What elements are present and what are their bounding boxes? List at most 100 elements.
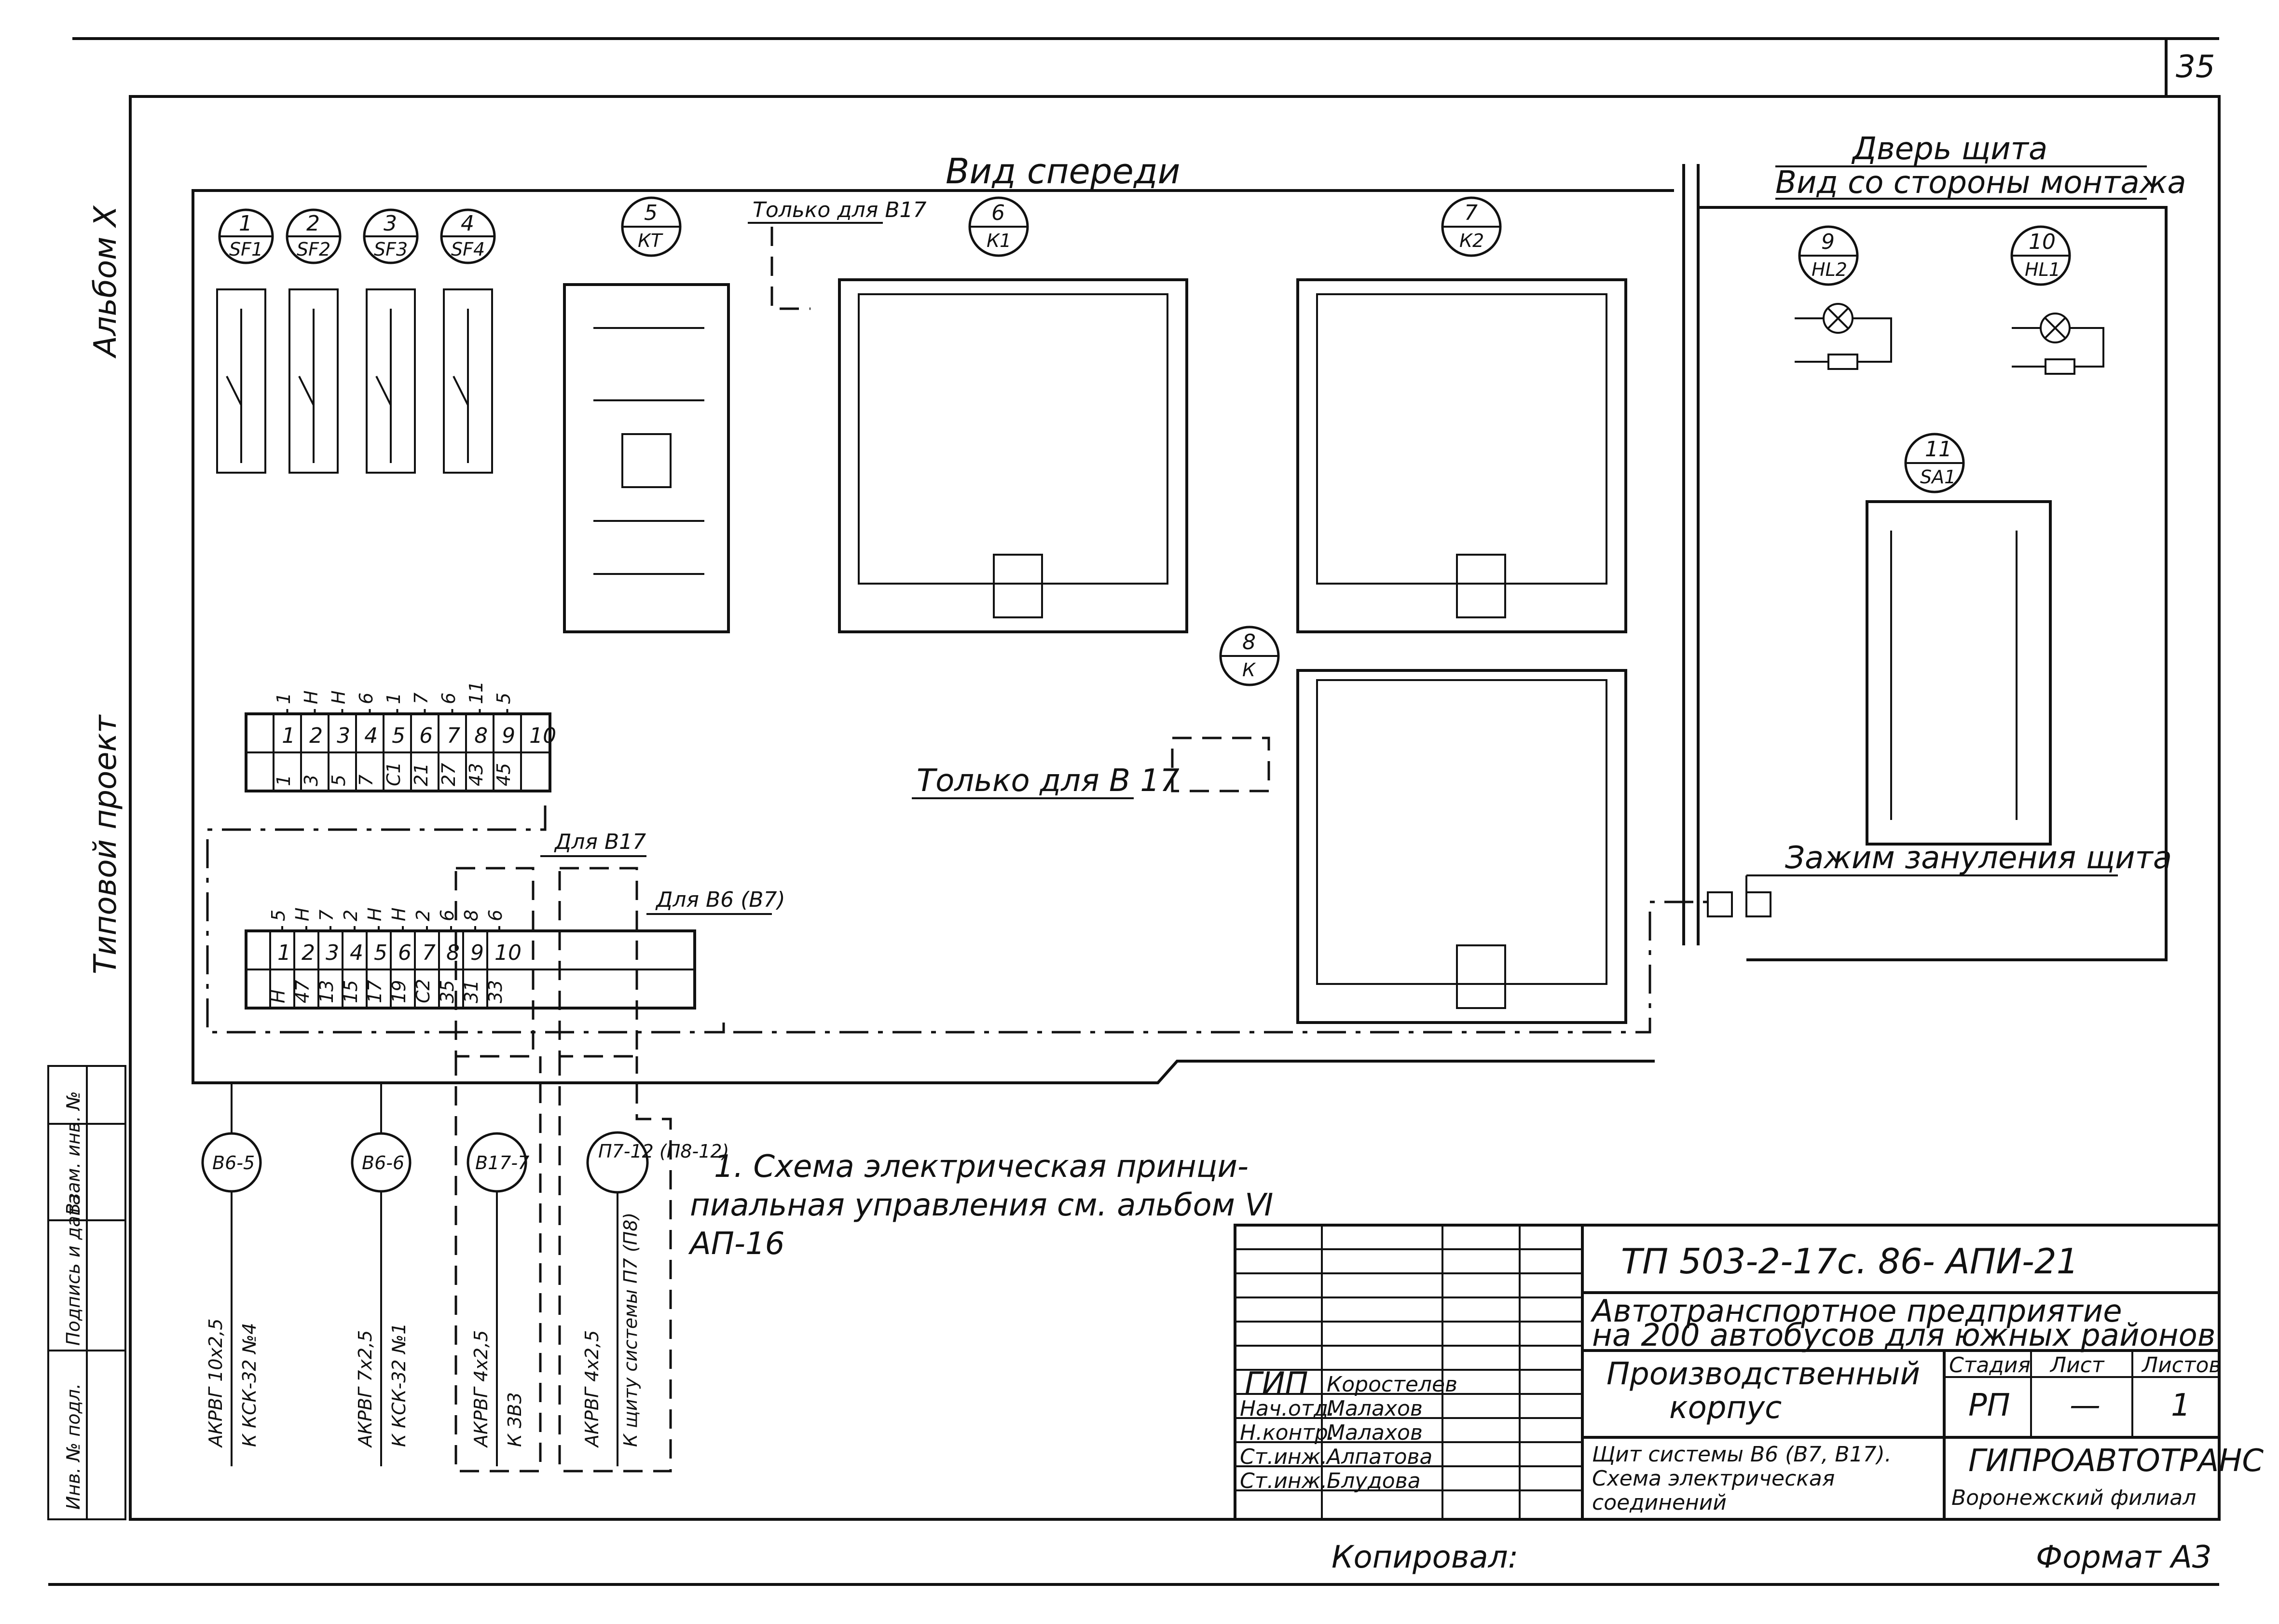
stamp-replaced-inv: Взам. инв. № bbox=[63, 1091, 84, 1215]
title-block: ГИП Коростелев Нач.отд. Малахов Н.контр.… bbox=[1234, 1224, 2264, 1521]
cable-b17-7-spec: АКРВГ 4х2,5 bbox=[470, 1330, 492, 1448]
x2-top-6: 2 bbox=[412, 910, 434, 921]
stage-value: РП bbox=[1968, 1388, 2010, 1423]
doc-title-line-2: Схема электрическая bbox=[1592, 1466, 1835, 1491]
x2-top-3: 2 bbox=[340, 910, 361, 921]
for-b17-label: Для В17 bbox=[554, 830, 646, 854]
time-relay-kt: 5 КТ bbox=[563, 196, 730, 633]
organization-line-2: на 200 автобусов для южных районов bbox=[1592, 1318, 2215, 1353]
relay-k: 8 К bbox=[1219, 626, 1627, 1024]
breaker-sf4-tag: SF4 bbox=[451, 239, 485, 260]
x2-wire-7: 35 bbox=[437, 980, 458, 1003]
building-line-1: Производственный bbox=[1606, 1356, 1920, 1392]
breaker-sf4-num: 4 bbox=[461, 211, 474, 236]
x12-top-2: Н bbox=[328, 690, 349, 704]
relay-k2-num: 7 bbox=[1464, 201, 1478, 225]
cable-b17-7: В17-7 АКРВГ 4х2,5 К ЗВ3 bbox=[454, 1056, 542, 1473]
copied-by: Копировал: bbox=[1332, 1540, 1518, 1575]
cable-b6-6-spec: АКРВГ 7х2,5 bbox=[355, 1330, 376, 1448]
x2-num-5: 6 bbox=[398, 941, 412, 965]
x12-num-6: 7 bbox=[447, 723, 460, 748]
x12-wire-6: 27 bbox=[438, 763, 459, 786]
breakers-group: 1 SF1 2 SF2 3 SF3 4 SF4 bbox=[216, 208, 496, 474]
stage-label: Стадия bbox=[1949, 1353, 2031, 1378]
breaker-sf3-tag: SF3 bbox=[374, 239, 408, 260]
sheet-format: Формат А3 bbox=[2036, 1540, 2212, 1575]
panel-outline bbox=[192, 189, 1674, 1084]
document-code: ТП 503-2-17с. 86- АПИ-21 bbox=[1621, 1241, 2079, 1282]
only-b17-mid-label: Только для В 17 bbox=[917, 763, 1180, 799]
x12-top-4: 1 bbox=[383, 693, 404, 704]
x12-num-4: 5 bbox=[392, 723, 405, 748]
note-line-2: пиальная управления см. альбом Ⅵ bbox=[690, 1187, 1273, 1223]
name-engineer-2: Блудова bbox=[1327, 1469, 1421, 1493]
x12-wire-1: 3 bbox=[301, 775, 322, 786]
ground-clamp-2 bbox=[1745, 891, 1771, 917]
cable-b17-7-dest: К ЗВ3 bbox=[504, 1392, 525, 1447]
view-front-heading: Вид спереди bbox=[946, 151, 1180, 191]
album-label: Альбом Ⅹ bbox=[88, 205, 124, 359]
x12-num-7: 8 bbox=[474, 723, 488, 748]
x12-wire-7: 43 bbox=[466, 763, 487, 786]
role-gip: ГИП bbox=[1245, 1366, 1308, 1402]
x2-top-8: 8 bbox=[461, 910, 482, 921]
x2-wire-4: 17 bbox=[364, 980, 385, 1003]
x2-wire-6: С2 bbox=[412, 979, 434, 1003]
doc-title-line-3: соединений bbox=[1592, 1490, 1727, 1515]
x12-top-1: Н bbox=[301, 690, 322, 704]
x2-top-4: Н bbox=[364, 907, 385, 921]
x12-num-5: 6 bbox=[419, 723, 433, 748]
x12-top-0: 1 bbox=[273, 693, 294, 704]
switch-sa1-num: 11 bbox=[1925, 437, 1952, 462]
x2-wire-9: 33 bbox=[485, 980, 506, 1003]
relay-kt-num: 5 bbox=[644, 201, 658, 225]
x2-num-1: 2 bbox=[302, 941, 315, 965]
x12-wire-5: 21 bbox=[411, 763, 432, 786]
lamp-hl1-tag: HL1 bbox=[2025, 259, 2060, 280]
note-line-1: 1. Схема электрическая принци- bbox=[714, 1149, 1249, 1185]
relay-k1-num: 6 bbox=[991, 201, 1005, 225]
terminal-block-x2: Для В17 Для В6 (В7) 1Н5247Н31374152517Н6… bbox=[245, 830, 785, 1058]
breaker-sf3: 3 SF3 bbox=[363, 208, 419, 474]
breaker-sf1: 1 SF1 bbox=[216, 208, 274, 474]
name-gip: Коростелев bbox=[1327, 1372, 1457, 1397]
x12-wire-4: С1 bbox=[383, 762, 404, 786]
cable-p7-12-id: П7-12 (П8-12) bbox=[598, 1141, 729, 1162]
sheet-number: 35 bbox=[2176, 49, 2215, 85]
role-engineer-1: Ст.инж. bbox=[1240, 1445, 1327, 1469]
x12-wire-0: 1 bbox=[273, 775, 294, 786]
sheet-value: — bbox=[2070, 1388, 2101, 1423]
x2-top-5: Н bbox=[388, 907, 410, 921]
note-line-3: АП-16 bbox=[688, 1226, 784, 1262]
door-heading: Дверь щита bbox=[1851, 131, 2047, 167]
x2-wire-3: 15 bbox=[340, 980, 361, 1003]
x12-top-6: 6 bbox=[438, 693, 459, 704]
breaker-sf2-tag: SF2 bbox=[297, 239, 330, 260]
x12-num-9: 10 bbox=[529, 723, 556, 748]
x2-num-3: 4 bbox=[350, 941, 363, 965]
cable-p7-12-spec: АКРВГ 4х2,5 bbox=[581, 1330, 603, 1448]
lamp-hl2-num: 9 bbox=[1821, 230, 1835, 254]
sheets-label: Листов bbox=[2141, 1353, 2221, 1378]
role-normcontrol: Н.контр. bbox=[1240, 1420, 1335, 1445]
x12-num-0: 1 bbox=[282, 723, 295, 748]
cable-b6-6-dest: К КСК-32 №1 bbox=[388, 1323, 410, 1447]
lamp-hl1-num: 10 bbox=[2029, 230, 2056, 254]
relay-kt-tag: КТ bbox=[638, 230, 663, 251]
ground-clamp-label: Зажим зануления щита bbox=[1785, 840, 2172, 876]
x12-wire-2: 5 bbox=[328, 775, 349, 786]
x2-wire-0: Н bbox=[268, 989, 289, 1003]
only-b17-top-label: Только для В17 bbox=[753, 198, 927, 222]
breaker-sf1-num: 1 bbox=[239, 211, 252, 236]
x12-num-2: 3 bbox=[337, 723, 350, 748]
x2-wire-8: 31 bbox=[461, 980, 482, 1003]
x2-top-1: Н bbox=[292, 907, 313, 921]
x2-num-8: 9 bbox=[470, 941, 484, 965]
sheet-frame bbox=[129, 95, 2221, 1521]
branch-name: Воронежский филиал bbox=[1951, 1486, 2196, 1510]
doc-title-line-1: Щит системы В6 (В7, В17). bbox=[1592, 1442, 1892, 1467]
relay-k1-tag: К1 bbox=[987, 230, 1011, 251]
cable-b6-5: В6-5 АКРВГ 10х2,5 К КСК-32 №4 bbox=[201, 1083, 262, 1466]
